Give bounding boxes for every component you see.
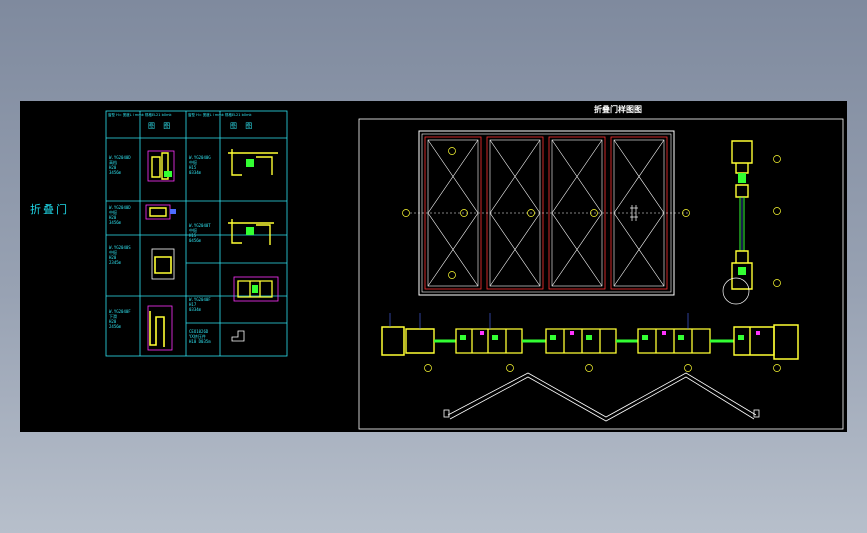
row-left-2: W.YG2040D 中挺 H20 3456m	[109, 205, 131, 225]
profile-sketch-3	[151, 248, 175, 280]
profile-sketch-4	[147, 305, 173, 351]
sheet-frame	[358, 118, 844, 430]
row-right-2: W.YG2040T 中挺 H15 0456m	[189, 223, 211, 243]
figure-header-a: 图 图	[148, 122, 174, 130]
profile-sketch-5	[228, 149, 278, 176]
row-left-3: W.YG2040S 中挺 H20 2345m	[109, 245, 131, 265]
profile-sketch-1	[147, 150, 175, 182]
table-border	[105, 110, 288, 357]
row-right-3: W.YG2040F H17 0334m	[189, 297, 211, 312]
profile-sketch-2	[145, 204, 176, 220]
profile-sketch-6	[228, 219, 274, 245]
vertical-section	[722, 140, 753, 305]
col-header-a: 窗型 H= 宽度L l mmk 规格EL21 b0mk	[108, 113, 172, 117]
row-right-1: W.YG2040G 中挺 H15 0334m	[189, 155, 211, 175]
row-left-1: W.YG2040D 高档 H20 3456m	[109, 155, 131, 175]
panel-3	[548, 136, 606, 290]
panel-1	[424, 136, 482, 290]
drawing-canvas[interactable]: 折叠门	[20, 101, 847, 432]
callout-markers	[402, 147, 781, 372]
col-header-b: 窗型 H= 宽度L l mmk 规格EL21 b0mk	[188, 113, 252, 117]
sheet-title: 折叠门样图图	[594, 105, 642, 114]
folding-plan	[443, 372, 760, 422]
profile-table-svg	[105, 110, 288, 357]
horizontal-section	[381, 313, 799, 360]
handle-mark	[630, 205, 638, 221]
door-elevation-svg	[358, 118, 844, 430]
figure-header-b: 图 图	[230, 122, 256, 130]
row-left-4: W.YG2040F 下滑 H20 2456m	[109, 309, 131, 329]
row-right-4: CEO1026D YX挤压件 H10 D035m	[189, 329, 211, 344]
profile-sketch-7	[233, 276, 279, 302]
profile-sketch-8	[231, 330, 245, 342]
side-title: 折叠门	[30, 203, 69, 216]
